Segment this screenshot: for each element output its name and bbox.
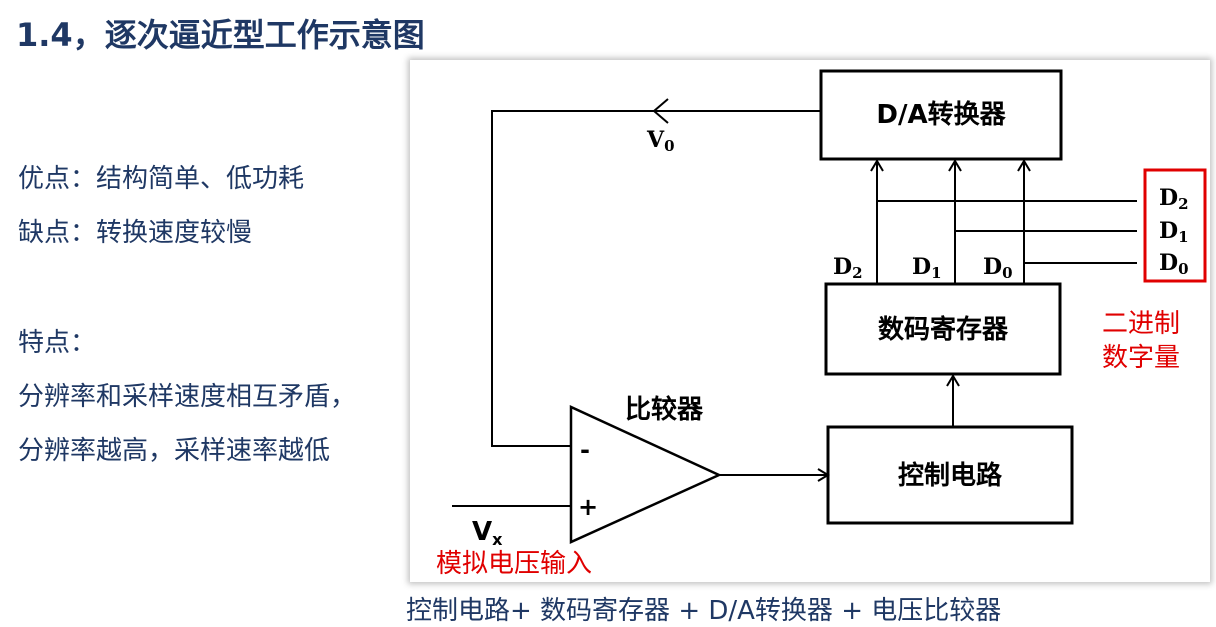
register-block	[824, 282, 1062, 376]
output-bit-d0: D0	[1159, 250, 1189, 278]
feature-line-1: 分辨率和采样速度相互矛盾，	[18, 382, 357, 412]
bit-label-d1: D1	[912, 254, 942, 282]
feature-line-2: 分辨率越高，采样速率越低	[18, 436, 331, 466]
bit-label-d2: D2	[833, 254, 863, 282]
output-bit-d2: D2	[1159, 185, 1189, 213]
pros-text: 优点：结构简单、低功耗	[18, 164, 305, 194]
diagram-panel: D/A转换器 数码寄存器 控制电路 比较器 - + V0 Vx 模拟电压输入 D…	[410, 60, 1210, 582]
page-title: 1.4，逐次逼近型工作示意图	[16, 16, 425, 54]
control-label: 控制电路	[898, 460, 1003, 491]
feedback-arrowhead	[652, 98, 669, 124]
comparator-triangle	[569, 405, 723, 544]
control-block	[826, 425, 1074, 525]
comparator-label: 比较器	[625, 394, 704, 425]
dac-block	[819, 69, 1063, 161]
output-bit-d1: D1	[1159, 218, 1189, 246]
register-label: 数码寄存器	[878, 314, 1009, 345]
binary-label-line1: 二进制	[1102, 309, 1180, 339]
analog-input-label: 模拟电压输入	[436, 549, 592, 579]
sar-adc-diagram: D/A转换器 数码寄存器 控制电路 比较器 - + V0 Vx 模拟电压输入 D…	[436, 69, 1207, 579]
binary-label-line2: 数字量	[1102, 343, 1180, 373]
feedback-wire	[491, 110, 821, 447]
features-label: 特点：	[18, 328, 97, 358]
vx-label: Vx	[472, 517, 503, 549]
plus-sign: +	[578, 493, 598, 521]
minus-sign: -	[580, 436, 590, 464]
formula-caption: 控制电路+ 数码寄存器 + D/A转换器 + 电压比较器	[406, 596, 1002, 626]
cons-text: 缺点：转换速度较慢	[18, 218, 253, 248]
digital-output-box	[1143, 168, 1207, 283]
v0-label: V0	[646, 127, 675, 155]
bit-label-d0: D0	[983, 254, 1013, 282]
dac-label: D/A转换器	[876, 100, 1006, 130]
